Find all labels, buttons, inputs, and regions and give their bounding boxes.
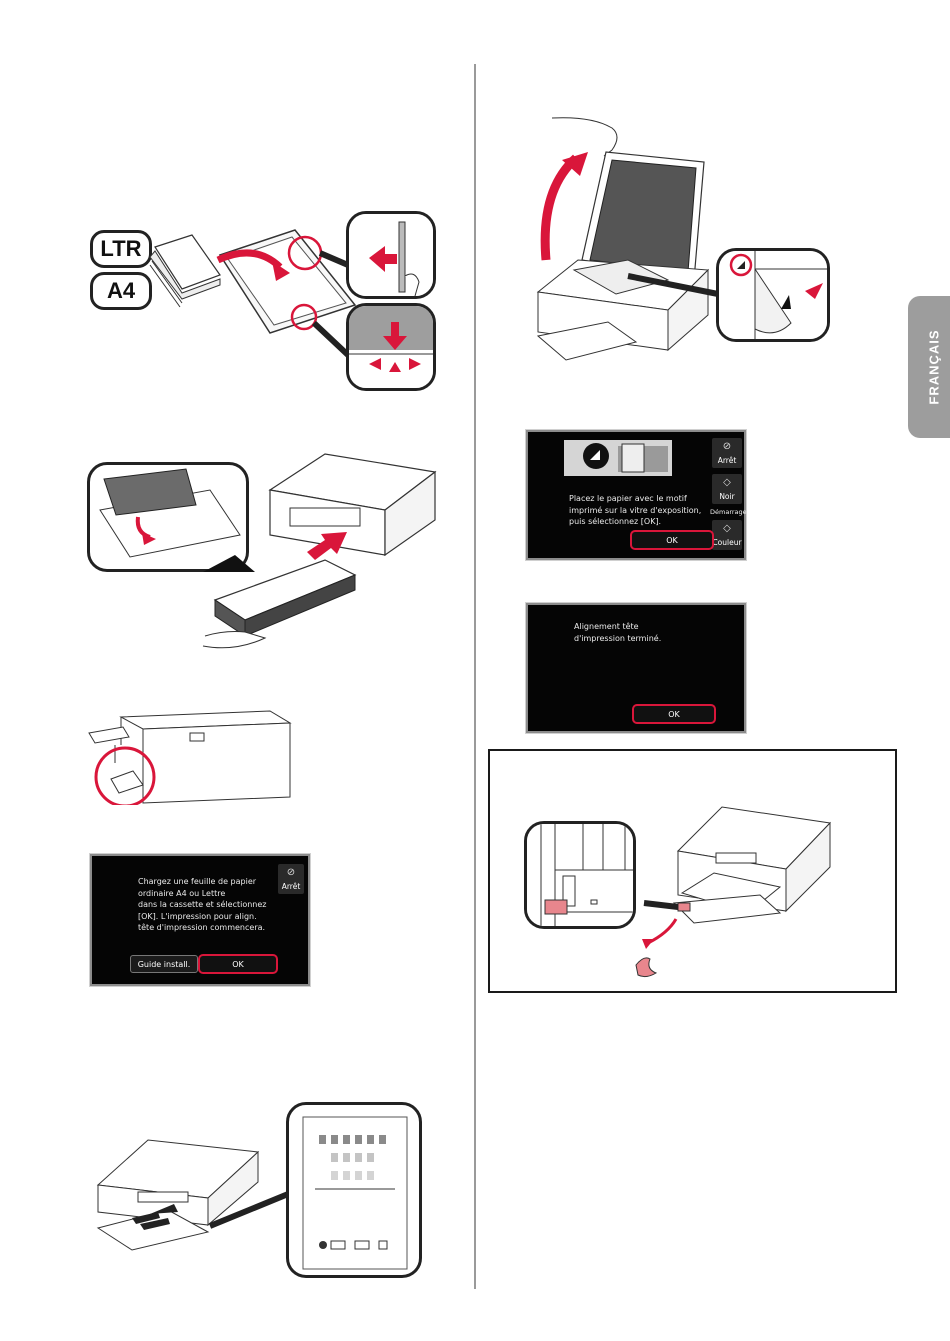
start-icon: ◇	[723, 477, 731, 488]
a4-label: A4	[90, 272, 152, 310]
note-box	[488, 749, 897, 993]
ok-button[interactable]: OK	[632, 704, 716, 724]
ltr-label: LTR	[90, 230, 152, 268]
printer-tape-drawing	[635, 806, 832, 978]
language-tab-label: FRANÇAIS	[926, 329, 942, 405]
illustration-scanner-cover	[518, 110, 833, 375]
illustration-insert-cassette	[85, 450, 440, 660]
start-label: Démarrage	[710, 508, 747, 516]
illustration-load-paper: LTR A4	[80, 205, 440, 400]
guide-detail-panel-top	[346, 211, 436, 299]
scanner-open-drawing	[536, 117, 719, 361]
cassette-printer-drawing	[202, 453, 437, 649]
touchscreen-alignment-complete: Alignement tête d'impression terminé. OK	[525, 602, 747, 734]
load-paper-message: Chargez une feuille de papier ordinaire …	[138, 877, 267, 932]
stop-icon: ⊘	[286, 867, 296, 878]
ok-button[interactable]: OK	[630, 530, 714, 550]
cover-detail-panel	[87, 462, 249, 572]
touchscreen-place-paper: Placez le papier avec le motif imprimé s…	[525, 429, 747, 561]
scanner-glass-icon	[564, 440, 672, 476]
printer-ejecting-drawing	[96, 1139, 295, 1251]
illustration-output-tray	[85, 705, 295, 808]
guide-detail-panel-bottom	[346, 303, 436, 391]
start-icon: ◇	[723, 523, 731, 534]
tape-detail-panel	[524, 821, 636, 929]
illustration-print-pattern	[88, 1100, 423, 1280]
black-start-button[interactable]: ◇ Noir	[712, 474, 742, 504]
pattern-sheet-panel	[286, 1102, 422, 1278]
stop-button[interactable]: ⊘ Arrêt	[712, 438, 742, 468]
guide-install-button[interactable]: Guide install.	[130, 955, 198, 973]
touchscreen-load-paper: Chargez une feuille de papier ordinaire …	[89, 853, 311, 987]
corner-mark-panel	[716, 248, 830, 342]
stop-icon: ⊘	[722, 441, 732, 452]
place-paper-message: Placez le papier avec le motif imprimé s…	[569, 494, 702, 526]
language-tab: FRANÇAIS	[908, 296, 950, 438]
ok-button[interactable]: OK	[198, 954, 278, 974]
color-start-button[interactable]: ◇ Couleur	[712, 520, 742, 550]
column-divider	[474, 64, 476, 1289]
alignment-complete-message: Alignement tête d'impression terminé.	[574, 622, 662, 643]
stop-button[interactable]: ⊘ Arrêt	[278, 864, 304, 894]
